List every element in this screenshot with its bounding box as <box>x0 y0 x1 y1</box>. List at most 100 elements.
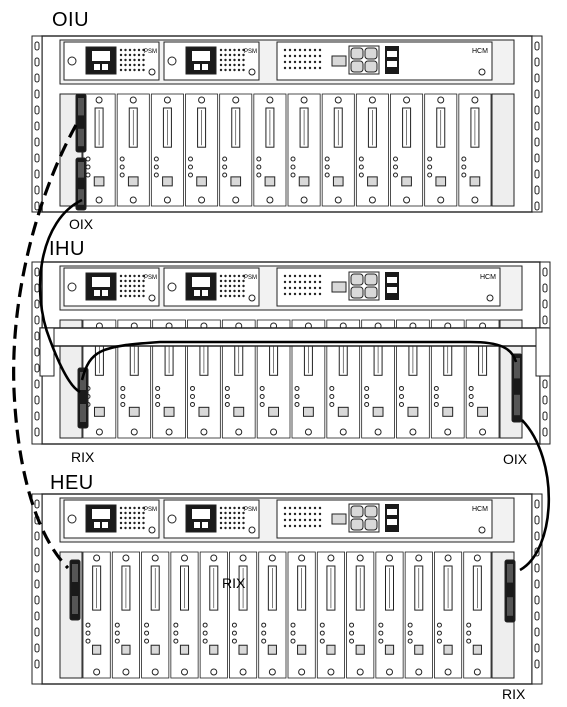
mount-slot <box>34 201 40 211</box>
status-led <box>261 638 267 644</box>
card-slot <box>258 551 287 679</box>
card-slot <box>253 93 287 207</box>
vent-hole <box>224 58 227 62</box>
status-led <box>393 172 398 178</box>
status-led <box>433 385 439 391</box>
status-led <box>290 622 296 628</box>
cables <box>12 124 551 572</box>
status-led <box>349 638 355 644</box>
vent-hole <box>219 68 223 72</box>
vent-hole <box>119 53 123 57</box>
vent-hole <box>119 48 123 52</box>
vent-hole <box>233 68 236 72</box>
optical-port <box>298 176 310 187</box>
status-led <box>155 393 161 399</box>
status-led <box>427 164 433 170</box>
status-led <box>358 164 364 170</box>
vent-hole <box>224 526 227 530</box>
vent-hole <box>242 526 245 530</box>
vent-hole <box>288 512 292 516</box>
vent-hole <box>133 53 136 57</box>
vent-hole <box>133 274 136 278</box>
vent-hole <box>298 60 302 64</box>
vent-hole <box>308 524 312 528</box>
vent-hole <box>224 68 227 72</box>
status-led <box>144 638 150 644</box>
vent-hole <box>318 524 322 528</box>
vent-hole <box>318 292 322 296</box>
panel-screw <box>67 514 77 524</box>
status-led <box>120 401 126 407</box>
fan-cell <box>350 518 364 531</box>
vent-hole <box>242 521 245 525</box>
vent-hole <box>128 521 132 525</box>
vent-hole <box>313 66 317 70</box>
port-label-ihu-oix: OIX <box>503 451 528 467</box>
unit-label-oiu: OIU <box>52 9 90 31</box>
panel-screw <box>148 526 156 534</box>
fan-cell <box>364 273 378 286</box>
psm-label: PSM <box>244 49 257 55</box>
vent-hole <box>233 506 236 510</box>
vent-hole <box>124 516 127 520</box>
vent-hole <box>128 279 132 283</box>
optical-port <box>150 644 160 655</box>
vent-hole <box>288 60 292 64</box>
vent-hole <box>288 54 292 58</box>
card-top-screw <box>210 554 218 562</box>
mount-slot <box>34 611 40 621</box>
vent-hole <box>119 511 123 515</box>
card-slot <box>116 93 150 207</box>
power-supply-module: PSM <box>163 499 260 539</box>
status-led <box>190 393 195 399</box>
mount-slot <box>542 427 548 437</box>
vent-hole <box>283 48 287 52</box>
vent-hole <box>224 284 227 288</box>
status-led <box>436 630 442 636</box>
vent-hole <box>219 53 223 57</box>
vent-hole <box>142 284 145 288</box>
card-bottom-screw <box>239 668 247 676</box>
status-led <box>393 164 398 170</box>
mount-slot <box>34 331 40 341</box>
vent-hole <box>133 289 136 293</box>
vent-hole <box>119 58 123 62</box>
panel-screw <box>248 294 256 302</box>
status-led <box>119 172 125 178</box>
optical-port <box>209 644 219 655</box>
card-top-screw <box>473 554 481 562</box>
vent-hole <box>283 292 287 296</box>
mount-slot <box>34 41 40 51</box>
vent-hole <box>293 292 297 296</box>
mount-slot <box>34 595 40 605</box>
rix-adapter-ihu-connector <box>80 372 86 390</box>
status-led <box>202 622 208 628</box>
card-top-screw <box>444 554 452 562</box>
mount-slot <box>534 627 540 637</box>
vent-hole <box>288 280 292 284</box>
vent-hole <box>237 68 241 72</box>
status-led <box>261 630 267 636</box>
power-switch <box>202 522 208 528</box>
card-bottom-screw <box>368 196 376 204</box>
card-bottom-screw <box>479 428 487 436</box>
status-led <box>155 401 161 407</box>
vent-hole <box>298 66 302 70</box>
optical-port <box>355 644 365 655</box>
mount-slot <box>34 347 40 357</box>
dashed-cable-oiu-to-heu <box>12 124 78 570</box>
vent-hole <box>242 284 245 288</box>
vent-hole <box>224 48 227 52</box>
optical-port <box>443 644 453 655</box>
panel-screw <box>167 514 177 524</box>
vent-hole <box>224 53 227 57</box>
vent-hole <box>308 60 312 64</box>
status-led <box>329 385 335 391</box>
power-switch <box>94 522 100 528</box>
card-slot <box>82 551 111 679</box>
power-switch <box>194 522 200 528</box>
vent-hole <box>233 526 236 530</box>
power-inlet-socket <box>192 277 210 287</box>
optical-port <box>92 644 102 655</box>
